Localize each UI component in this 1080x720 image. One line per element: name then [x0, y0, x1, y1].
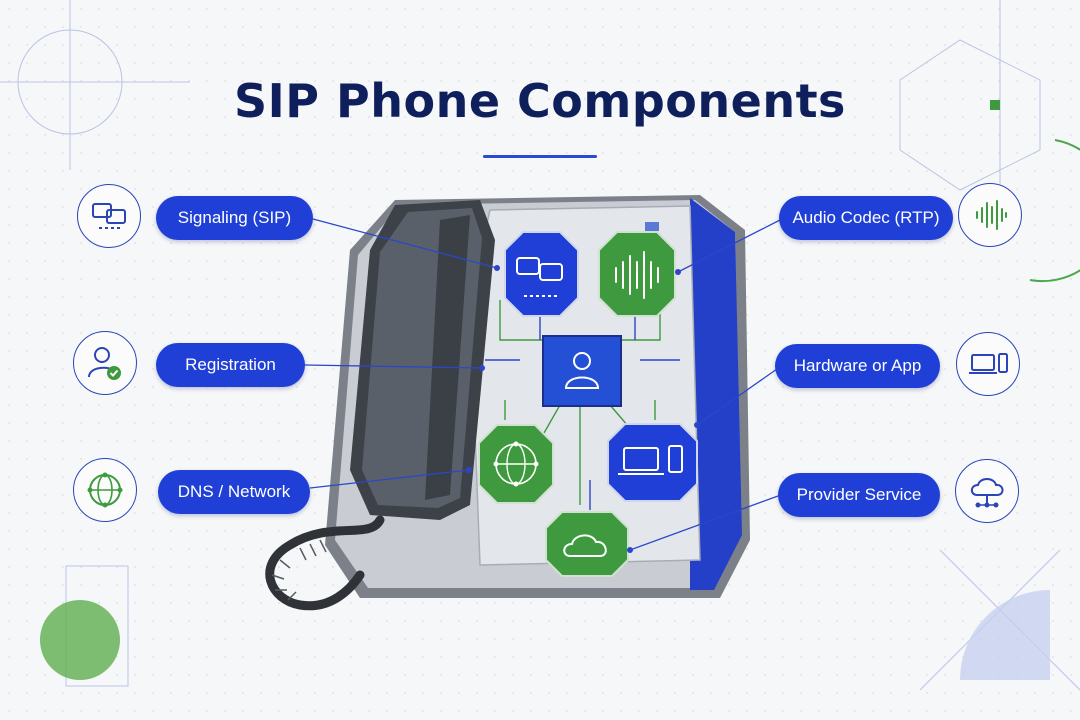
key-registration — [542, 335, 622, 407]
laptop-phone-icon — [956, 332, 1020, 396]
cloud-network-icon — [955, 459, 1019, 523]
dns-network-label: DNS / Network — [158, 470, 310, 514]
key-signaling — [504, 231, 579, 317]
key-network — [478, 424, 554, 504]
signaling-label: Signaling (SIP) — [156, 196, 313, 240]
key-provider — [545, 511, 629, 577]
hardware-app-label: Hardware or App — [775, 344, 940, 388]
key-hardware — [607, 423, 698, 502]
sound-wave-icon — [958, 183, 1022, 247]
page-title: SIP Phone Components — [234, 74, 846, 128]
key-audio — [598, 231, 676, 317]
globe-network-icon — [73, 458, 137, 522]
decorative-lines — [0, 0, 1080, 691]
user-check-icon — [73, 331, 137, 395]
title-underline — [483, 155, 597, 158]
decor-blue-quarter — [960, 590, 1050, 680]
provider-service-label: Provider Service — [778, 473, 940, 517]
audio-codec-label: Audio Codec (RTP) — [779, 196, 953, 240]
decor-square — [990, 100, 1000, 110]
registration-label: Registration — [156, 343, 305, 387]
decor-green-circle — [40, 600, 120, 680]
chat-bubbles-icon — [77, 184, 141, 248]
